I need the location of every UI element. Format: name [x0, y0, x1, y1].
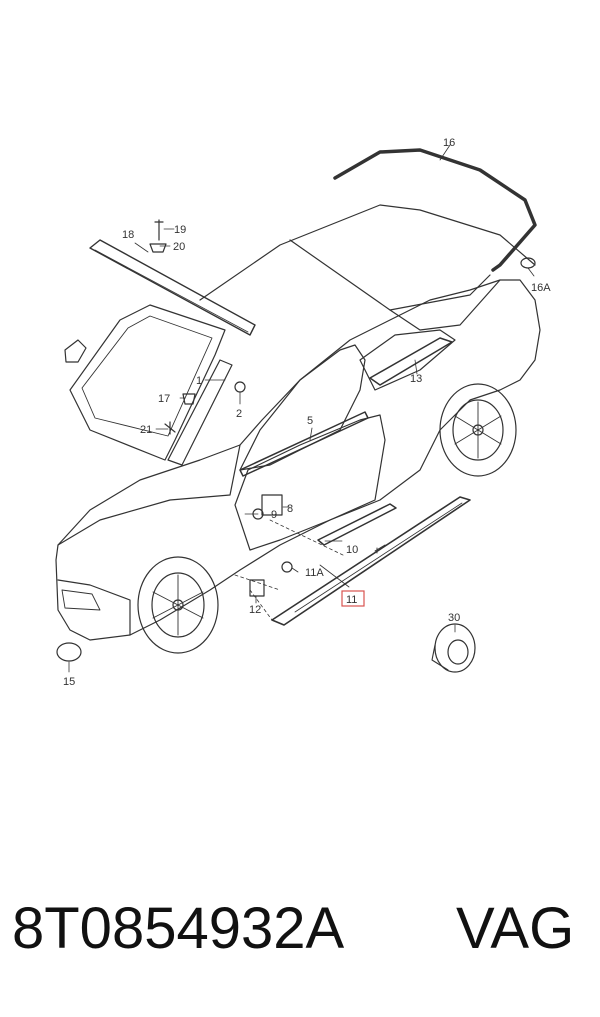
part-number: 8T0854932A: [12, 896, 345, 961]
callout-16a: 16A: [531, 282, 551, 294]
callout-21: 21: [140, 424, 152, 436]
part-1-pillar-trim: [167, 359, 233, 466]
part-30-tape-roll: [434, 623, 476, 673]
callout-11: 11: [346, 594, 357, 606]
side-window: [239, 344, 366, 471]
brand-name: VAG: [456, 896, 575, 961]
roof-line: [289, 239, 491, 311]
part-18-trim: [89, 239, 256, 336]
rear-window: [389, 279, 501, 331]
windshield-inner: [81, 315, 213, 437]
callout-19: 19: [174, 224, 186, 236]
side-mirror: [64, 339, 87, 363]
callout-10: 10: [346, 544, 358, 556]
part-10-molding: [317, 503, 397, 546]
callout-13: 13: [410, 373, 422, 385]
callout-18: 18: [122, 229, 134, 241]
dashed-leaders: [234, 519, 346, 621]
callout-12: 12: [249, 604, 261, 616]
part-19-screw: [154, 219, 164, 241]
rear-spokes: [454, 401, 502, 459]
footer: 8T0854932A VAG: [0, 895, 600, 975]
part-11a-clip: [281, 561, 293, 573]
front-wheel: [137, 556, 219, 654]
part-21-clip: [164, 421, 176, 435]
part-16-roof-trim: [333, 148, 537, 272]
rear-rim: [452, 399, 504, 461]
rear-quarter-window: [359, 329, 456, 391]
part-13-trim: [369, 337, 453, 386]
callout-2: 2: [236, 408, 242, 420]
hood: [57, 444, 241, 546]
front-rim: [151, 572, 205, 638]
callout-9: 9: [271, 509, 277, 521]
callout-5: 5: [307, 415, 313, 427]
callout-30: 30: [448, 612, 460, 624]
callout-11a: 11A: [305, 567, 324, 579]
callout-1: 1: [196, 375, 202, 387]
callout-17: 17: [158, 393, 170, 405]
part-20-nut: [149, 243, 167, 253]
windshield: [69, 304, 226, 461]
parts-diagram: 16 16A 18 19 20 1 2 17 21 5 13 8 9 10 11…: [55, 137, 551, 688]
part-2-clip: [234, 381, 246, 393]
part-11-side-skirt: [271, 496, 471, 626]
door-opening: [234, 414, 386, 551]
front-spokes: [152, 574, 204, 636]
callout-20: 20: [173, 241, 185, 253]
car-body-outline: [55, 279, 541, 641]
callout-16: 16: [443, 137, 455, 149]
part-5-door-trim: [239, 411, 369, 477]
front-bumper: [57, 579, 131, 636]
front-hub: [172, 599, 184, 611]
headlight: [61, 589, 101, 611]
rear-hub: [472, 424, 484, 436]
part-8-bracket: [261, 494, 283, 516]
part-11-highlight-box: [341, 590, 365, 607]
roof-panel: [199, 204, 536, 301]
callout-8: 8: [287, 503, 293, 515]
rear-wheel: [439, 383, 517, 477]
part-12-bracket: [249, 579, 265, 597]
part-15-cap: [56, 642, 82, 662]
callout-15: 15: [63, 676, 75, 688]
leader-lines: [68, 144, 535, 673]
part-17-clip: [182, 393, 196, 405]
